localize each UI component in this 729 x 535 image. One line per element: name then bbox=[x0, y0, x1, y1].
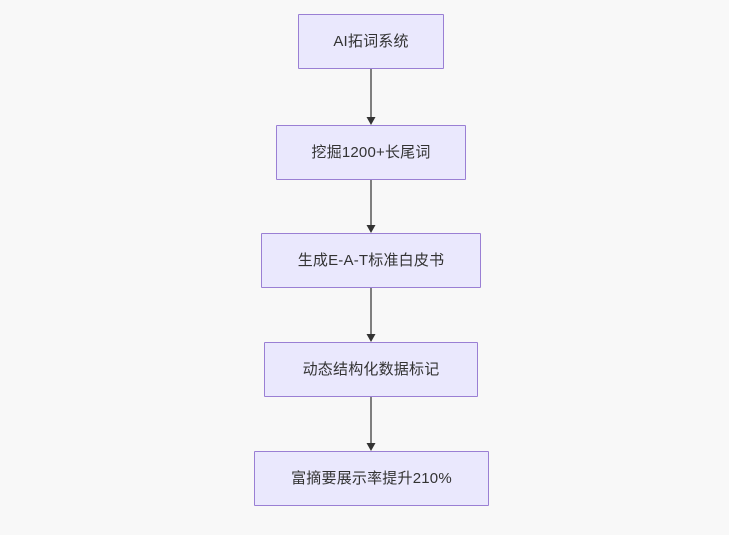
flow-node-n3[interactable]: 生成E-A-T标准白皮书 bbox=[261, 233, 481, 288]
flow-node-n2[interactable]: 挖掘1200+长尾词 bbox=[276, 125, 466, 180]
flow-node-label: 富摘要展示率提升210% bbox=[291, 470, 452, 487]
flow-node-label: AI拓词系统 bbox=[333, 33, 409, 50]
arrow-down-icon bbox=[366, 69, 376, 125]
flow-node-label: 生成E-A-T标准白皮书 bbox=[297, 252, 445, 269]
flow-node-label: 动态结构化数据标记 bbox=[302, 361, 440, 378]
flow-edge-n3-n4 bbox=[362, 288, 380, 342]
flow-node-n5[interactable]: 富摘要展示率提升210% bbox=[254, 451, 489, 506]
flow-node-label: 挖掘1200+长尾词 bbox=[311, 144, 431, 161]
flow-edge-n1-n2 bbox=[362, 69, 380, 125]
arrow-down-icon bbox=[366, 397, 376, 451]
flow-edge-n2-n3 bbox=[362, 180, 380, 233]
flow-edge-n4-n5 bbox=[362, 397, 380, 451]
flow-node-n4[interactable]: 动态结构化数据标记 bbox=[264, 342, 478, 397]
arrow-down-icon bbox=[366, 180, 376, 233]
flow-node-n1[interactable]: AI拓词系统 bbox=[298, 14, 444, 69]
arrow-down-icon bbox=[366, 288, 376, 342]
